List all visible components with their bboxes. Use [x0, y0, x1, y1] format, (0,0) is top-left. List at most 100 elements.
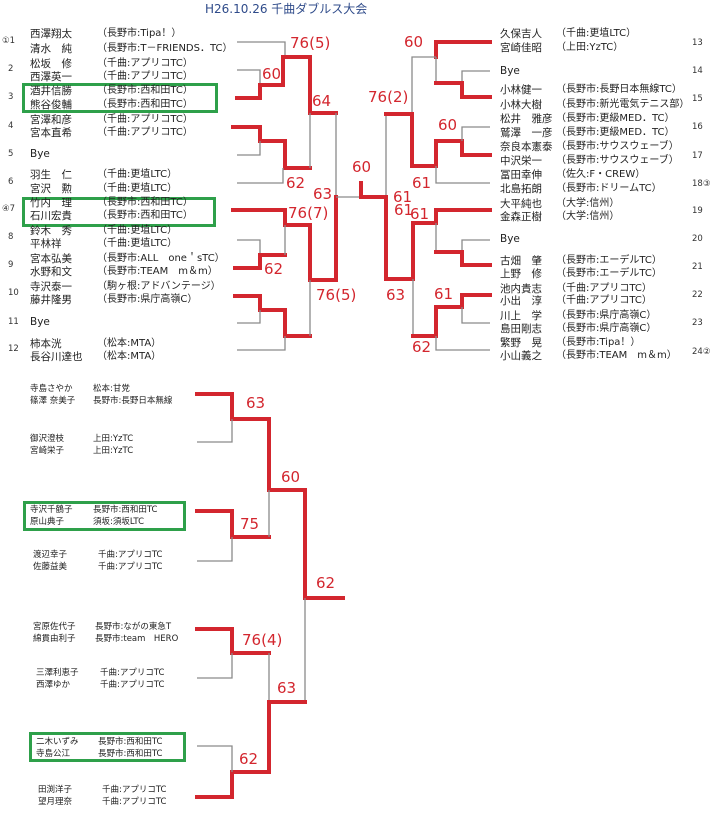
match-score: 75 — [240, 515, 260, 533]
match-score: 61 — [434, 285, 454, 303]
player-name: 綿貫由利子 — [33, 634, 76, 644]
player-name: 大平純也 — [500, 198, 542, 210]
player-club: （大学:信州） — [556, 198, 620, 209]
player-club: 千曲:アプリコTC — [98, 550, 163, 560]
player-club: （長野市:ドリームTC） — [556, 183, 662, 194]
player-club: （長野市:エーデルTC） — [556, 255, 662, 266]
match-score: 64 — [312, 92, 332, 110]
player-club: （千曲:アプリコTC） — [97, 127, 193, 138]
player-name: 御沢澄枝 — [30, 434, 65, 444]
match-score: 76(7) — [288, 204, 329, 222]
player-name: 鷲澤 一彦 — [500, 127, 553, 139]
player-club: （千曲:アプリコTC） — [97, 58, 193, 69]
player-club: （長野市:Tipa！） — [556, 337, 641, 348]
match-score: 62 — [412, 338, 432, 356]
player-name: 宮原佐代子 — [33, 622, 76, 632]
player-club: （長野市:県庁高嶺C） — [97, 294, 198, 305]
player-name: 三澤利恵子 — [36, 668, 79, 678]
highlight-box — [29, 732, 186, 762]
player-club: （千曲:更埴LTC） — [97, 225, 178, 236]
player-club: （駒ヶ根:アドバンテージ） — [97, 281, 221, 292]
player-club: 松本:甘党 — [93, 384, 130, 394]
match-score: 61 — [412, 174, 432, 192]
seed-number: 18③ — [692, 179, 711, 189]
player-name: 水野和文 — [30, 266, 72, 278]
match-score: 63 — [246, 394, 266, 412]
player-club: （上田:YzTC） — [556, 42, 624, 53]
player-club: （長野市:Tipa！） — [97, 28, 182, 39]
player-name: 田渕洋子 — [38, 785, 73, 795]
match-score: 61 — [393, 188, 413, 206]
seed-number: 2 — [8, 64, 14, 74]
player-club: （長野市:TEAM m＆m） — [556, 350, 677, 361]
player-club: （千曲:更埴LTC） — [97, 169, 178, 180]
player-club: （千曲:アプリコTC） — [556, 283, 652, 294]
seed-number: 9 — [8, 260, 14, 270]
player-name: 篠澤 奈美子 — [30, 396, 76, 406]
match-score: 62 — [286, 174, 306, 192]
seed-number: 16 — [692, 122, 703, 132]
player-club: （松本:MTA） — [97, 351, 162, 362]
player-club: （佐久:F・CREW） — [556, 169, 646, 180]
match-score: 63 — [386, 286, 406, 304]
player-club: （千曲:アプリコTC） — [97, 114, 193, 125]
player-name: 寺島さやか — [30, 384, 73, 394]
player-club: 千曲:アプリコTC — [102, 785, 167, 795]
player-club: （大学:信州） — [556, 211, 620, 222]
player-club: 長野市:ながの東急T — [95, 622, 172, 632]
match-score: 62 — [239, 750, 259, 768]
match-score: 60 — [404, 33, 424, 51]
player-name: 原山典子 — [30, 517, 65, 527]
player-club: （長野市:更級MED．TC） — [556, 127, 675, 138]
player-club: 千曲:アプリコTC — [100, 668, 165, 678]
player-name: 川上 学 — [500, 310, 542, 322]
match-score: 61 — [394, 201, 414, 219]
player-name: 小林健一 — [500, 84, 542, 96]
highlight-box — [22, 197, 216, 227]
seed-number: 14 — [692, 66, 703, 76]
men-right-bracket — [384, 40, 492, 351]
highlight-box — [23, 501, 186, 531]
player-club: 長野市:team HERO — [95, 634, 179, 644]
player-name: 宮本直希 — [30, 127, 72, 139]
player-name: 奈良本憲泰 — [500, 141, 553, 153]
player-name: 小山義之 — [500, 350, 542, 362]
seed-number: 23 — [692, 318, 703, 328]
player-name: 宮澤和彦 — [30, 114, 72, 126]
seed-number: 20 — [692, 234, 703, 244]
player-name: 西澤英一 — [30, 71, 72, 83]
player-club: （長野市:西和田TC） — [97, 99, 193, 110]
player-name: 冨田幸伸 — [500, 169, 542, 181]
player-club: （千曲:アプリコTC） — [97, 71, 193, 82]
player-club: （長野市:県庁高嶺C） — [556, 323, 657, 334]
player-club: （長野市:T－FRIENDS．TC） — [97, 43, 233, 54]
player-name: 望月理奈 — [38, 797, 73, 807]
match-score: 60 — [281, 468, 301, 486]
player-name: 寺沢千鶴子 — [30, 505, 73, 515]
seed-number: 8 — [8, 232, 14, 242]
player-name: 松坂 修 — [30, 58, 72, 70]
player-club: （長野市:西和田TC） — [97, 85, 193, 96]
player-name: 西澤翔太 — [30, 28, 72, 40]
player-club: （長野市:エーデルTC） — [556, 268, 662, 279]
match-score: 76(5) — [316, 286, 357, 304]
match-score: 63 — [313, 185, 333, 203]
seed-number: 11 — [8, 317, 19, 327]
player-club: （松本:MTA） — [97, 338, 162, 349]
seed-number: 10 — [8, 288, 19, 298]
player-name: 清水 純 — [30, 43, 72, 55]
player-club: （長野市:西和田TC） — [97, 197, 193, 208]
match-score: 60 — [352, 158, 372, 176]
player-name: 宮本弘美 — [30, 253, 72, 265]
player-name: 松井 雅彦 — [500, 113, 553, 125]
player-name: 久保吉人 — [500, 28, 542, 40]
player-name: 池内貴志 — [500, 283, 542, 295]
player-club: 上田:YzTC — [93, 434, 134, 444]
player-name: Bye — [500, 233, 520, 245]
player-name: 藤井隆男 — [30, 294, 72, 306]
match-score: 63 — [277, 679, 297, 697]
player-club: （長野市:サウスウェーブ） — [556, 141, 679, 152]
seed-number: 15 — [692, 94, 703, 104]
